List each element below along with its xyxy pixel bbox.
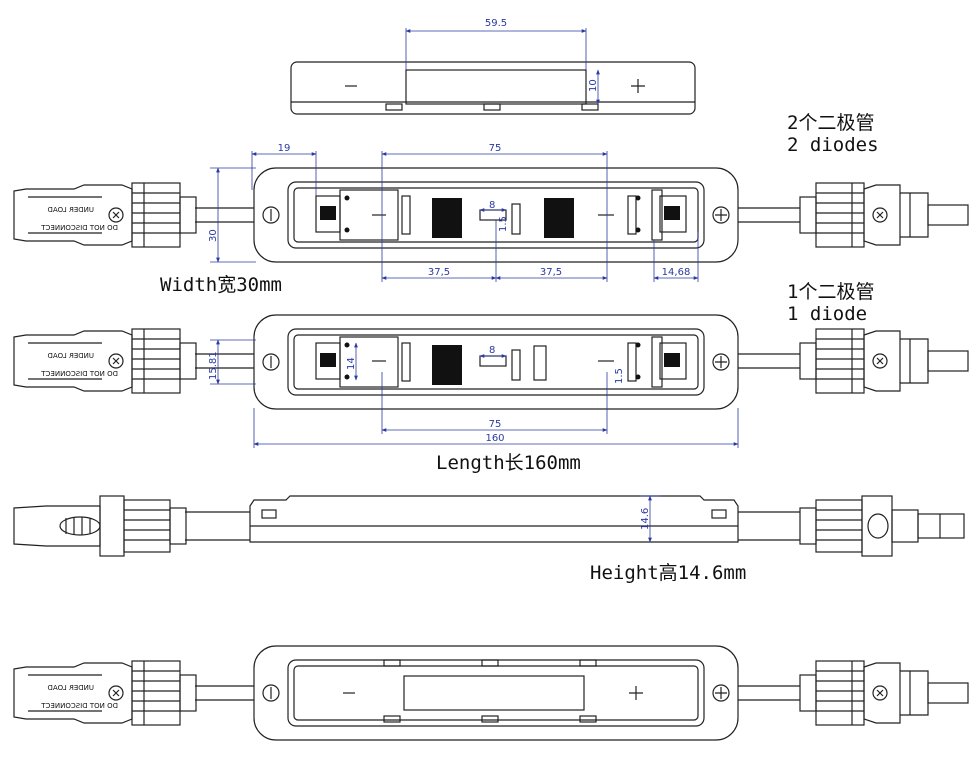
label-2-diodes-en: 2 diodes: [787, 134, 879, 156]
dim-v2-span: 75: [489, 143, 502, 154]
conn-text-3a: UNDER LOAD: [48, 684, 94, 692]
dim-v2-small-a: 8: [489, 200, 495, 211]
top-lid-view: 59.5 10: [290, 18, 696, 115]
dim-v2-small-b: 1.5: [498, 216, 509, 232]
connector-text-labels: UNDER LOAD DO NOT DISCONNECT UNDER LOAD …: [41, 206, 118, 710]
one-diode-view: 15.81 14 8 1.5 75 160: [13, 314, 969, 448]
dim-v2-left: 19: [278, 143, 291, 154]
conn-text-1b: DO NOT DISCONNECT: [41, 224, 118, 232]
label-1-diode-en: 1 diode: [787, 303, 868, 325]
dim-top-width: 59.5: [485, 18, 507, 29]
dim-v1-total: 160: [485, 433, 504, 444]
dim-top-height: 10: [588, 79, 599, 92]
label-height: Height高14.6mm: [590, 562, 747, 584]
dim-v2-height: 30: [208, 229, 219, 242]
dim-v2-right: 14,68: [662, 267, 691, 278]
conn-text-2b: DO NOT DISCONNECT: [41, 370, 118, 378]
label-width: Width宽30mm: [160, 274, 282, 296]
conn-text-1a: UNDER LOAD: [48, 206, 94, 214]
label-length: Length长160mm: [436, 452, 581, 474]
dim-v1-diode: 14: [346, 357, 357, 370]
side-view: 14.6: [13, 495, 965, 557]
dim-v1-small-b: 1.5: [614, 368, 625, 384]
dim-v2-half-right: 37,5: [540, 267, 562, 278]
label-1-diode-cn: 1个二极管: [787, 281, 875, 303]
dim-side-height: 14.6: [640, 508, 651, 530]
dim-v2-half-left: 37,5: [428, 267, 450, 278]
dim-v1-small-a: 8: [489, 345, 495, 356]
dim-v1-span: 75: [489, 419, 502, 430]
dim-v1-height: 15.81: [208, 351, 219, 380]
label-2-diodes-cn: 2个二极管: [787, 112, 875, 134]
conn-text-2a: UNDER LOAD: [48, 352, 94, 360]
conn-text-3b: DO NOT DISCONNECT: [41, 702, 118, 710]
bottom-view: [13, 645, 969, 741]
two-diode-view: 19 75 30 8 1.5 37,5 37,5 14,68: [13, 143, 969, 282]
